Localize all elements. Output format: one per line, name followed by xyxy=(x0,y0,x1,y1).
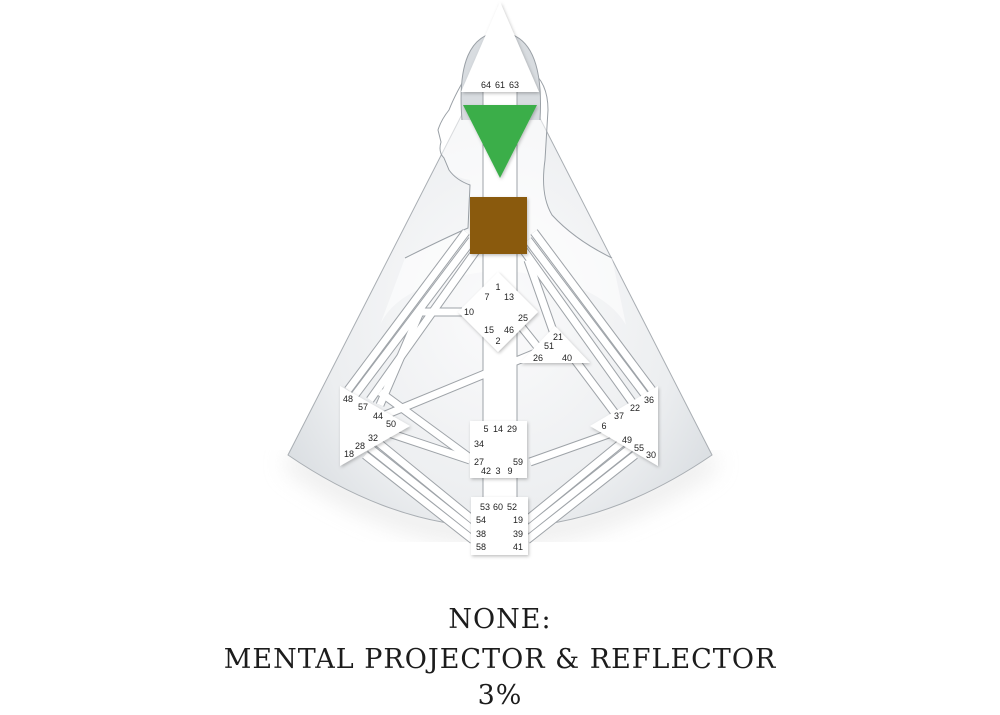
solar-plexus-center: 36 22 37 6 49 55 30 xyxy=(590,386,658,466)
spleen-center: 48 57 44 50 32 28 18 xyxy=(340,386,410,466)
g-center: 1 7 13 10 25 15 46 2 xyxy=(458,272,538,352)
caption-percentage: 3% xyxy=(477,680,523,711)
svg-text:2: 2 xyxy=(495,336,500,346)
svg-text:21: 21 xyxy=(553,332,563,342)
svg-text:6: 6 xyxy=(601,421,606,431)
caption-type-name: MENTAL PROJECTOR & REFLECTOR xyxy=(223,644,777,675)
svg-text:36: 36 xyxy=(644,395,654,405)
svg-text:50: 50 xyxy=(386,419,396,429)
svg-text:51: 51 xyxy=(544,341,554,351)
svg-text:55: 55 xyxy=(634,443,644,453)
svg-text:7: 7 xyxy=(484,292,489,302)
svg-text:26: 26 xyxy=(533,353,543,363)
svg-text:15: 15 xyxy=(484,325,494,335)
svg-text:64: 64 xyxy=(481,80,491,90)
svg-text:10: 10 xyxy=(464,307,474,317)
svg-text:60: 60 xyxy=(493,502,503,512)
svg-text:52: 52 xyxy=(507,502,517,512)
sacral-center: 5 14 29 34 27 59 42 3 9 xyxy=(470,421,527,478)
svg-text:40: 40 xyxy=(562,353,572,363)
svg-text:14: 14 xyxy=(493,424,503,434)
caption-type-label: NONE: xyxy=(448,604,552,635)
svg-text:5: 5 xyxy=(483,424,488,434)
svg-text:9: 9 xyxy=(507,466,512,476)
svg-text:32: 32 xyxy=(368,433,378,443)
svg-text:29: 29 xyxy=(507,424,517,434)
svg-text:61: 61 xyxy=(495,80,505,90)
svg-text:34: 34 xyxy=(474,439,484,449)
ego-center: 21 51 26 40 xyxy=(520,326,590,363)
throat-center xyxy=(470,197,527,254)
svg-text:3: 3 xyxy=(495,466,500,476)
bodygraph-diagram: 64 61 63 1 7 13 10 25 15 46 2 21 51 26 4… xyxy=(284,2,718,555)
svg-text:27: 27 xyxy=(474,457,484,467)
svg-text:41: 41 xyxy=(513,542,523,552)
svg-text:46: 46 xyxy=(504,325,514,335)
svg-text:38: 38 xyxy=(476,529,486,539)
svg-text:53: 53 xyxy=(480,502,490,512)
head-center: 64 61 63 xyxy=(461,2,539,92)
svg-text:13: 13 xyxy=(504,292,514,302)
svg-text:30: 30 xyxy=(646,450,656,460)
svg-text:63: 63 xyxy=(509,80,519,90)
svg-text:18: 18 xyxy=(344,449,354,459)
svg-text:44: 44 xyxy=(373,411,383,421)
svg-text:1: 1 xyxy=(495,282,500,292)
svg-text:49: 49 xyxy=(622,435,632,445)
svg-text:42: 42 xyxy=(481,466,491,476)
svg-text:22: 22 xyxy=(630,403,640,413)
svg-text:28: 28 xyxy=(355,441,365,451)
root-center: 53 60 52 54 19 38 39 58 41 xyxy=(471,497,528,555)
svg-text:54: 54 xyxy=(476,515,486,525)
svg-text:57: 57 xyxy=(358,402,368,412)
svg-text:19: 19 xyxy=(513,515,523,525)
svg-text:25: 25 xyxy=(518,313,528,323)
svg-text:37: 37 xyxy=(614,411,624,421)
svg-text:39: 39 xyxy=(513,529,523,539)
ajna-center xyxy=(463,105,537,178)
svg-text:58: 58 xyxy=(476,542,486,552)
svg-text:59: 59 xyxy=(513,457,523,467)
svg-text:48: 48 xyxy=(343,394,353,404)
